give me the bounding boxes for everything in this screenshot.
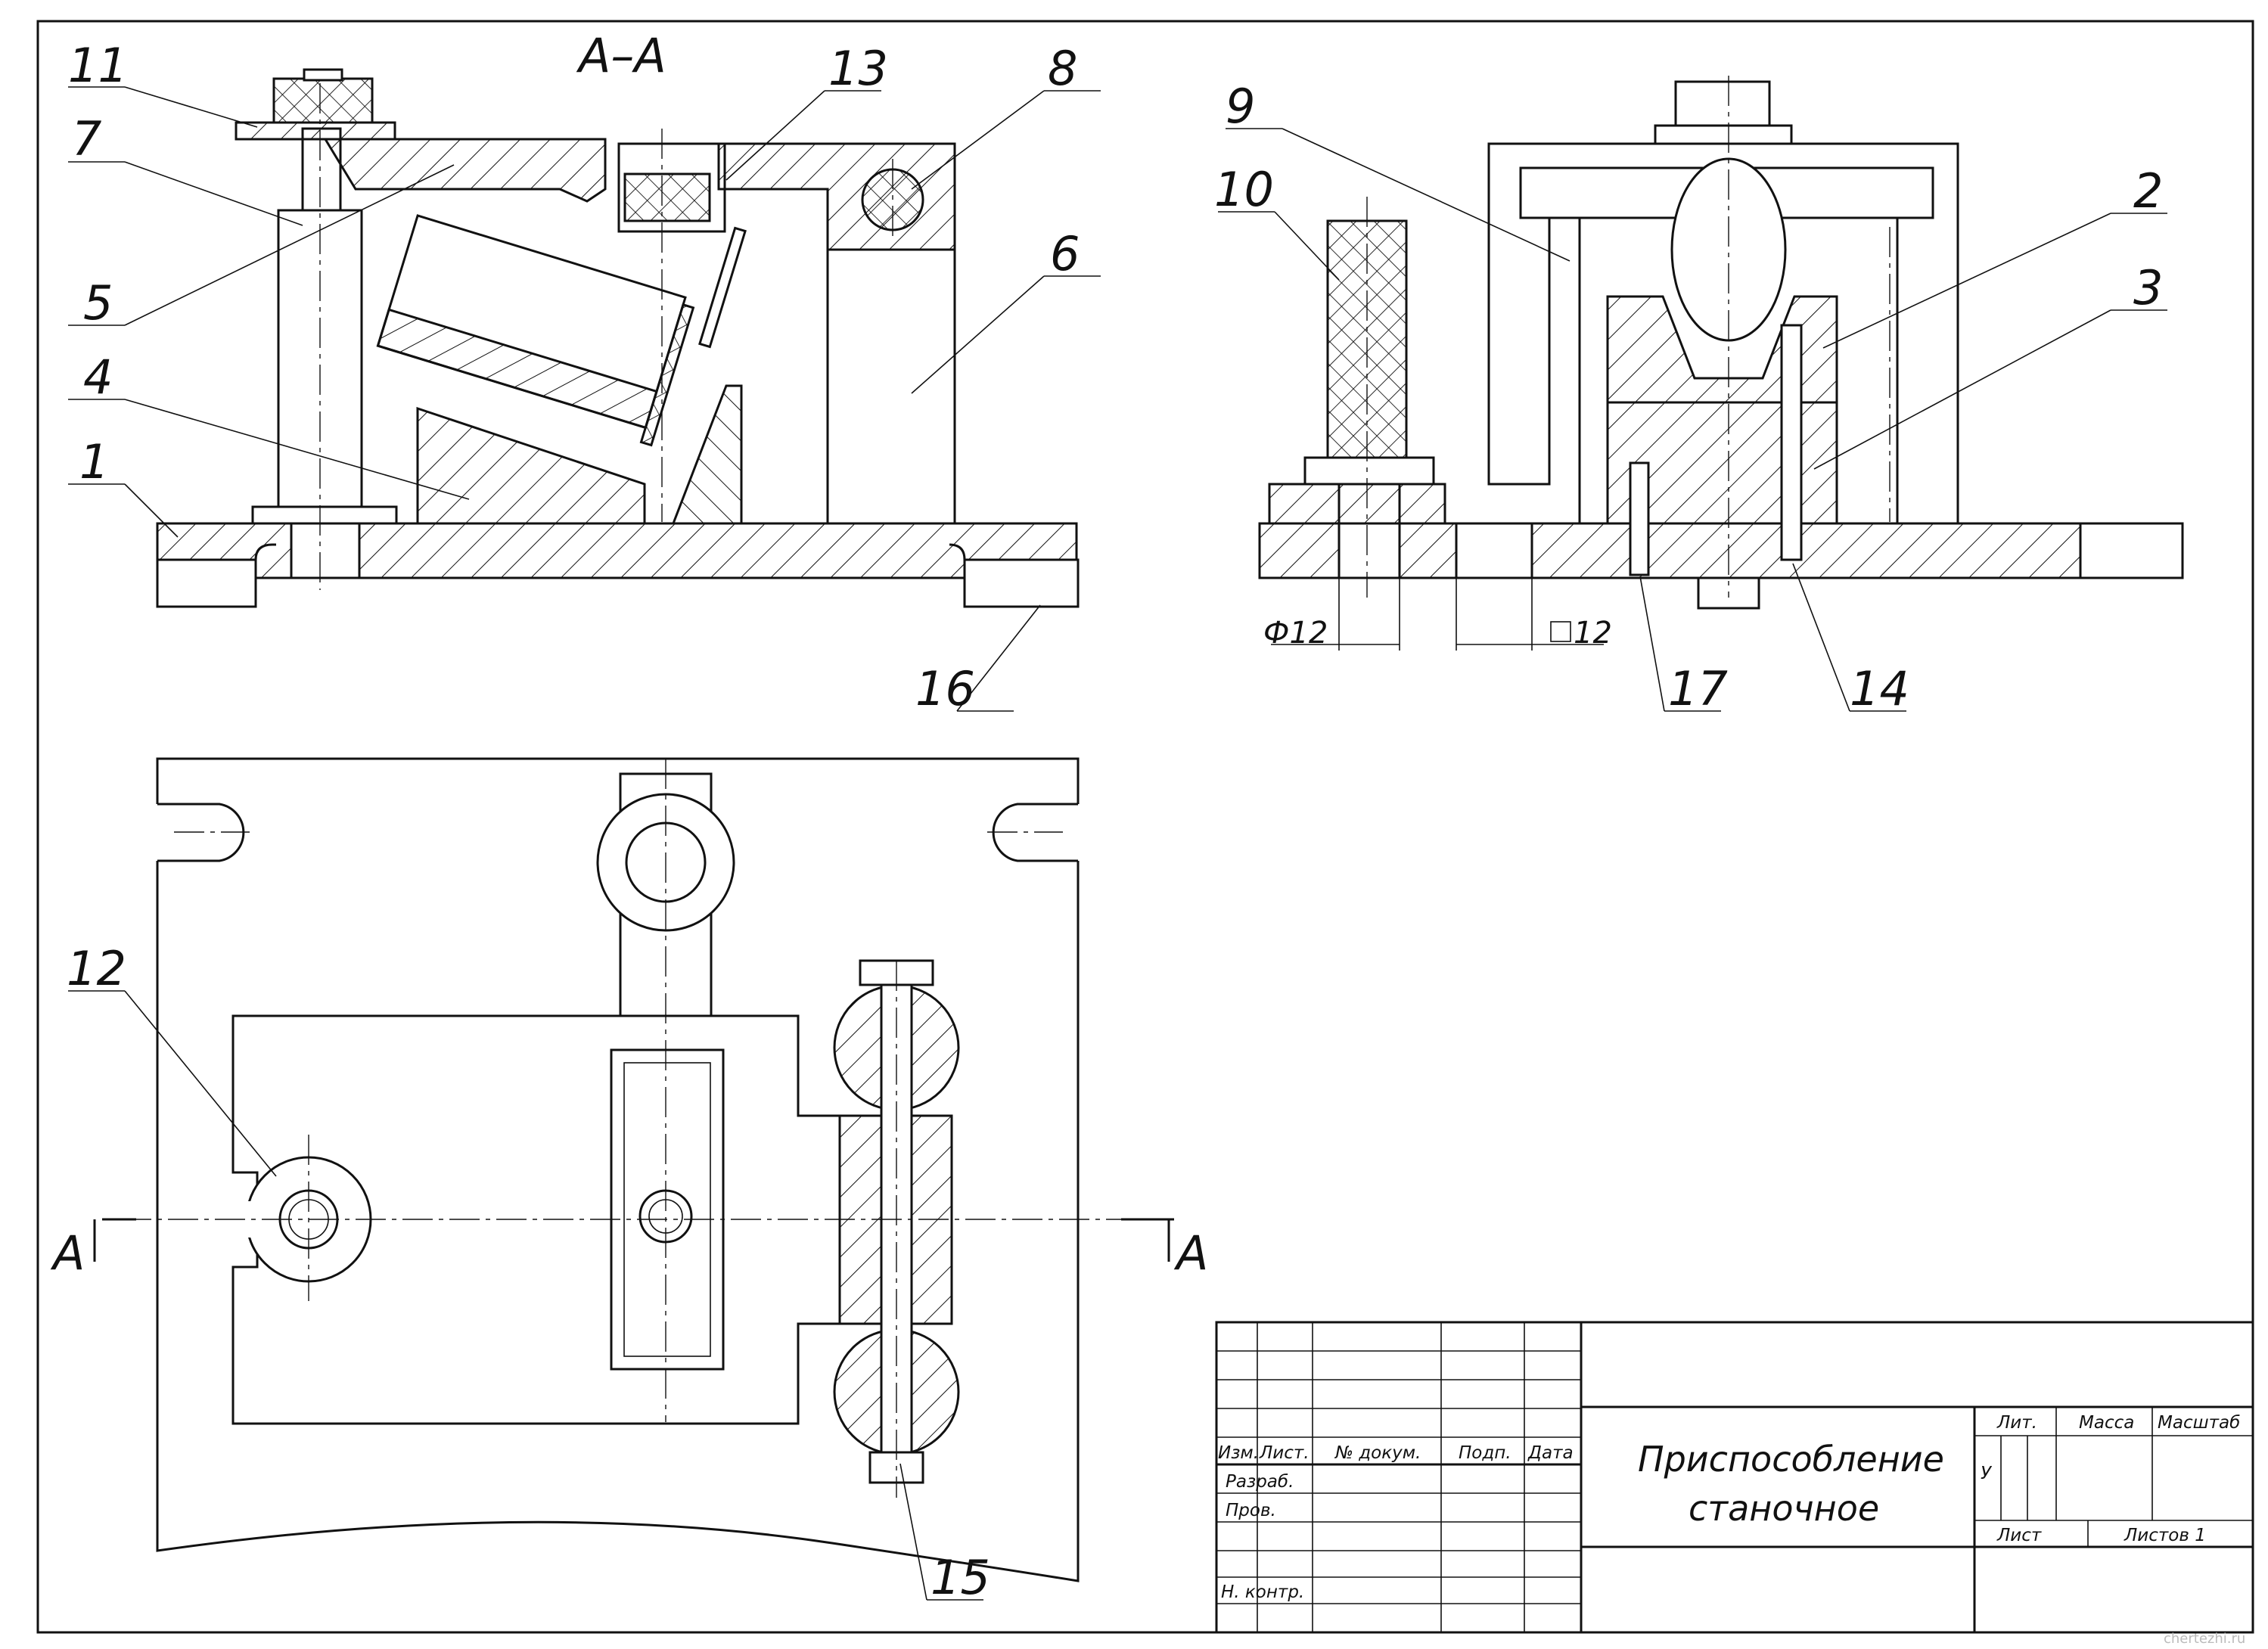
- tb-doc-no: № докум.: [1334, 1443, 1421, 1463]
- callout-10: 10: [1214, 162, 1274, 217]
- callout-12: 12: [67, 941, 126, 996]
- section-marker-left: А: [50, 1225, 85, 1281]
- dimension-square: 12: [1574, 616, 1612, 651]
- callout-5: 5: [83, 275, 113, 331]
- section-marker-right: А: [1173, 1225, 1208, 1281]
- callout-labels: 11 7 5 4 1 13 8 6 16 9 10 2 3 17 14 12 1…: [67, 38, 2163, 1605]
- dimension-diameter: Ф12: [1263, 616, 1328, 651]
- callout-9: 9: [1226, 79, 1255, 134]
- title-block: [1215, 1321, 2254, 1634]
- tb-sign: Подп.: [1459, 1443, 1511, 1463]
- tb-lit-value: У: [1981, 1464, 1993, 1483]
- tb-prov: Пров.: [1226, 1501, 1276, 1520]
- plan-view: [93, 757, 1174, 1582]
- tb-title-line1: Приспособление: [1638, 1439, 1944, 1480]
- callout-6: 6: [1050, 226, 1080, 281]
- callout-2: 2: [2133, 163, 2163, 219]
- callout-15: 15: [931, 1550, 990, 1605]
- callout-8: 8: [1048, 41, 1077, 96]
- tb-date: Дата: [1527, 1443, 1574, 1463]
- callout-4: 4: [83, 349, 113, 405]
- callout-17: 17: [1668, 661, 1728, 716]
- callout-3: 3: [2133, 260, 2163, 315]
- callout-11: 11: [68, 38, 128, 93]
- tb-izm: Изм.: [1218, 1443, 1259, 1463]
- section-a-a-view: [156, 68, 1080, 608]
- tb-title-line2: станочное: [1689, 1488, 1879, 1529]
- leader-lines: [68, 86, 2167, 1601]
- tb-list: Лист.: [1259, 1443, 1310, 1463]
- tb-sheets-label: Листов 1: [2124, 1526, 2206, 1545]
- tb-massa-label: Масса: [2079, 1413, 2134, 1433]
- callout-7: 7: [72, 111, 101, 166]
- tb-n-kontr: Н. контр.: [1221, 1582, 1304, 1602]
- tb-lit-label: Лит.: [1996, 1413, 2037, 1433]
- watermark: chertezhi.ru: [2164, 1631, 2245, 1647]
- tb-masshtab-label: Масштаб: [2158, 1413, 2240, 1433]
- callout-16: 16: [915, 661, 975, 716]
- callout-1: 1: [79, 434, 109, 489]
- section-label: А–А: [576, 28, 666, 83]
- tb-razrab: Разраб.: [1226, 1472, 1294, 1492]
- callout-14: 14: [1850, 661, 1909, 716]
- tb-sheet-label: Лист: [1996, 1526, 2042, 1545]
- callout-13: 13: [828, 41, 888, 96]
- side-view: [1258, 76, 2184, 651]
